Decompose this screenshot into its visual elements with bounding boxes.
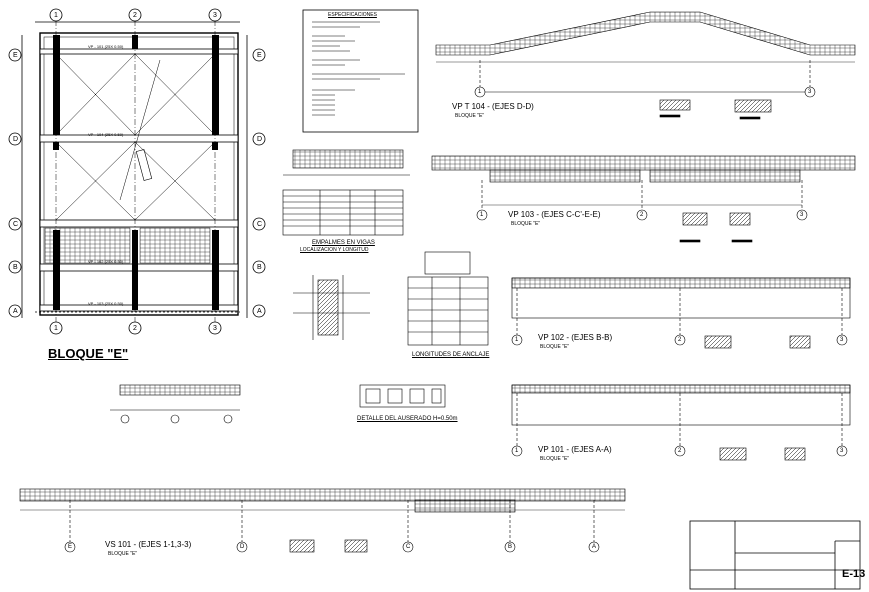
empalmes-subtitle: LOCALIZACION Y LONGITUD [300, 247, 369, 253]
vp103-axis-1: 1 [480, 212, 484, 218]
vpt104-axis-1: 1 [478, 89, 482, 95]
detalle-title: DETALLE DEL AUSERADO H=0.50m [357, 416, 458, 422]
vp101-label: VP 101 - (EJES A-A) [538, 445, 612, 454]
axis-E-left: E [13, 52, 18, 59]
block-title: BLOQUE "E" [48, 346, 129, 361]
axis-C-right: C [257, 221, 263, 228]
small-elevation [110, 384, 241, 424]
vp101-axis-3: 3 [840, 448, 844, 454]
auserado-detail [359, 384, 446, 408]
plan-beam-tag-vp103: VP - 103 (25X 0.50) [88, 301, 124, 306]
vs101-axis-E: E [68, 544, 73, 550]
especificaciones-title: ESPECIFICACIONES [328, 12, 377, 18]
vp102-axis-3: 3 [840, 337, 844, 343]
vp103-axis-3: 3 [800, 212, 804, 218]
axis-2-top: 2 [133, 12, 137, 19]
vp102-axis-1: 1 [515, 337, 519, 343]
vpt104-label: VP T 104 - (EJES D-D) [452, 102, 534, 111]
anchorage-table [407, 251, 489, 346]
empalmes-title: EMPALMES EN VIGAS [312, 240, 375, 246]
axis-D-right: D [257, 136, 263, 143]
vp103-label: VP 103 - (EJES C-C'-E-E) [508, 210, 601, 219]
vs101-elevation [19, 488, 626, 553]
vp102-axis-2: 2 [678, 337, 682, 343]
axis-3-bottom: 3 [213, 325, 217, 332]
column-detail [293, 275, 370, 340]
longitudes-title: LONGITUDES DE ANCLAJE [412, 352, 490, 358]
vp102-elevation [511, 277, 851, 349]
axis-3-top: 3 [213, 12, 217, 19]
vs101-axis-B: B [508, 544, 513, 550]
plan-beam-tag-vp104: VP - 104 (25X 0.50) [88, 132, 124, 137]
vp101-block: BLOQUE "E" [540, 456, 570, 462]
floor-plan [21, 20, 248, 322]
vp101-elevation [511, 384, 851, 461]
axis-1-bottom: 1 [54, 325, 58, 332]
axis-B-left: B [13, 264, 18, 271]
plan-beam-tag-vp102: VP - 102 (25X 0.50) [88, 259, 124, 264]
axis-E-right: E [257, 52, 262, 59]
axis-B-right: B [257, 264, 262, 271]
vp102-block: BLOQUE "E" [540, 344, 570, 350]
vp101-axis-2: 2 [678, 448, 682, 454]
axis-C-left: C [13, 221, 19, 228]
axis-2-bottom: 2 [133, 325, 137, 332]
axis-1-top: 1 [54, 12, 58, 19]
vpt104-block: BLOQUE "E" [455, 113, 485, 119]
plan-axis-bubbles [8, 8, 266, 335]
axis-A-left: A [13, 308, 18, 315]
vs101-axis-D: D [240, 544, 245, 550]
vp103-block: BLOQUE "E" [511, 221, 541, 227]
vs101-axis-C: C [406, 544, 411, 550]
vs101-axis-A: A [592, 544, 597, 550]
splice-detail [282, 149, 410, 236]
sheet-code: E-13 [842, 568, 866, 580]
plan-beam-tag-vp101: VP - 101 (25X 0.50) [88, 44, 124, 49]
vpt104-elevation [435, 11, 856, 120]
vpt104-axis-3: 3 [808, 89, 812, 95]
axis-A-right: A [257, 308, 262, 315]
vp103-elevation [431, 155, 856, 243]
title-block [689, 520, 861, 590]
axis-D-left: D [13, 136, 19, 143]
vp101-axis-1: 1 [515, 448, 519, 454]
vp103-axis-2: 2 [640, 212, 644, 218]
vp102-label: VP 102 - (EJES B-B) [538, 333, 613, 342]
vs101-label: VS 101 - (EJES 1-1,3-3) [105, 540, 192, 549]
vs101-block: BLOQUE "E" [108, 551, 138, 557]
specifications-box [302, 9, 419, 133]
